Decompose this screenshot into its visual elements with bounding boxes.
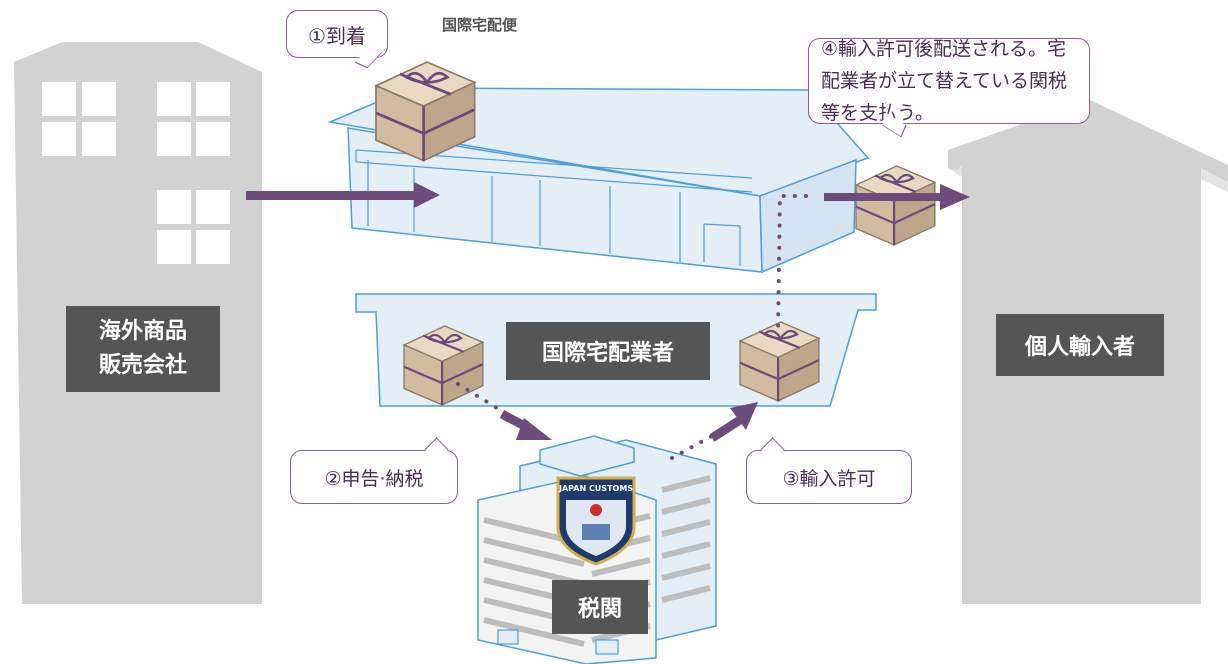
customs-emblem: JAPAN CUSTOMS — [556, 476, 636, 566]
arrow-to-importer — [824, 184, 970, 210]
step-declaration-bubble: ②申告·納税 — [290, 450, 458, 504]
arrow-to-customs — [499, 410, 552, 440]
step-arrival-bubble: ①到着 — [286, 10, 388, 58]
customs-emblem-text: JAPAN CUSTOMS — [558, 484, 633, 493]
step-permit-text: ③輸入許可 — [782, 467, 876, 490]
carrier-label: 国際宅配業者 — [506, 322, 710, 380]
seller-label: 海外商品 販売会社 — [66, 306, 220, 392]
customs-label: 税関 — [552, 580, 648, 634]
step-delivery-bubble: ④輸入許可後配送される。宅配業者が立て替えている関税等を支払う。 — [808, 38, 1090, 124]
package-delivery — [854, 164, 936, 246]
step-arrival-text: ①到着 — [308, 23, 366, 48]
importer-label: 個人輸入者 — [996, 314, 1164, 376]
arrow-from-customs — [709, 402, 758, 442]
step-declaration-text: ②申告·納税 — [324, 467, 424, 490]
seller-windows — [42, 82, 230, 264]
warehouse-caption: 国際宅配便 — [442, 16, 518, 34]
dotted-paths — [456, 194, 808, 460]
step-delivery-text: ④輸入許可後配送される。宅配業者が立て替えている関税等を支払う。 — [821, 38, 1068, 124]
arrow-seller-to-warehouse — [246, 182, 440, 208]
